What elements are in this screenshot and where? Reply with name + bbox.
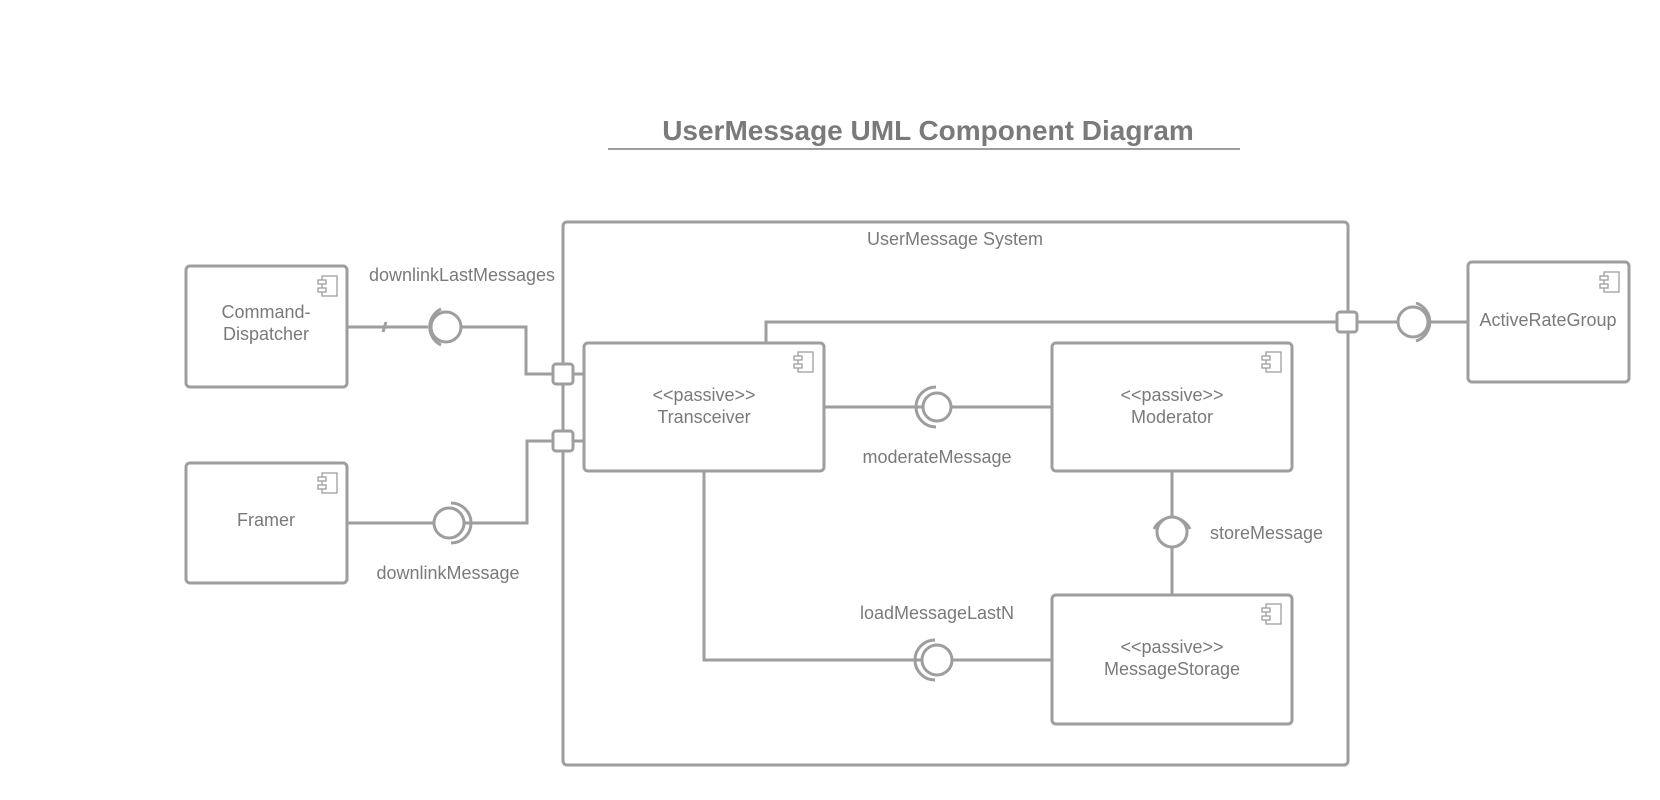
load-message-last-n-interface-ball [920,643,954,677]
component-icon [317,472,338,494]
connector-store-message [1152,471,1192,595]
interface-label-downlink-message: downlinkMessage [376,563,519,583]
connector-downlink-last-messages [348,307,584,376]
usermessage-system-boundary [561,220,1350,767]
interface-label-downlink-last-messages: downlinkLastMessages [369,265,555,285]
component-transceiver: <<passive>> Transceiver [582,341,826,473]
component-command-dispatcher: Command- Dispatcher [184,264,349,389]
message-storage-stereotype: <<passive>> [1120,637,1223,657]
transceiver-name: Transceiver [657,407,750,427]
component-icon [1261,351,1282,373]
connector-moderate-message [824,385,1052,429]
system-port-downlink-last-messages [551,362,575,386]
system-port-downlink-message [551,429,575,453]
active-rate-group-interface-ball [1396,305,1430,339]
component-icon [317,275,338,297]
component-active-rate-group: ActiveRateGroup [1466,260,1631,384]
active-rate-group-name: ActiveRateGroup [1479,310,1616,330]
downlink-message-interface-ball [432,506,466,540]
interface-label-store-message: storeMessage [1210,523,1323,543]
message-storage-name: MessageStorage [1104,659,1240,679]
component-moderator: <<passive>> Moderator [1050,341,1294,473]
store-message-interface-ball [1155,515,1189,549]
connector-downlink-message [348,439,584,545]
system-label: UserMessage System [867,229,1043,249]
system-port-active-rate-group [1335,310,1359,334]
connector-active-rate-group [764,301,1468,343]
command-dispatcher-name-line2: Dispatcher [223,324,309,344]
interface-label-moderate-message: moderateMessage [862,447,1011,467]
framer-name: Framer [237,510,295,530]
moderator-stereotype: <<passive>> [1120,385,1223,405]
component-icon [1599,271,1620,293]
downlink-last-messages-interface-ball [429,310,463,344]
component-framer: Framer [184,461,349,585]
component-message-storage: <<passive>> MessageStorage [1050,593,1294,726]
component-icon [793,351,814,373]
transceiver-stereotype: <<passive>> [652,385,755,405]
interface-label-load-message-last-n: loadMessageLastN [860,603,1014,623]
moderate-message-interface-ball [921,391,953,423]
connector-load-message-last-n [702,471,1052,682]
command-dispatcher-name-line1: Command- [221,302,310,322]
component-icon [1261,603,1282,625]
diagram-title: UserMessage UML Component Diagram [662,115,1194,146]
moderator-name: Moderator [1131,407,1213,427]
